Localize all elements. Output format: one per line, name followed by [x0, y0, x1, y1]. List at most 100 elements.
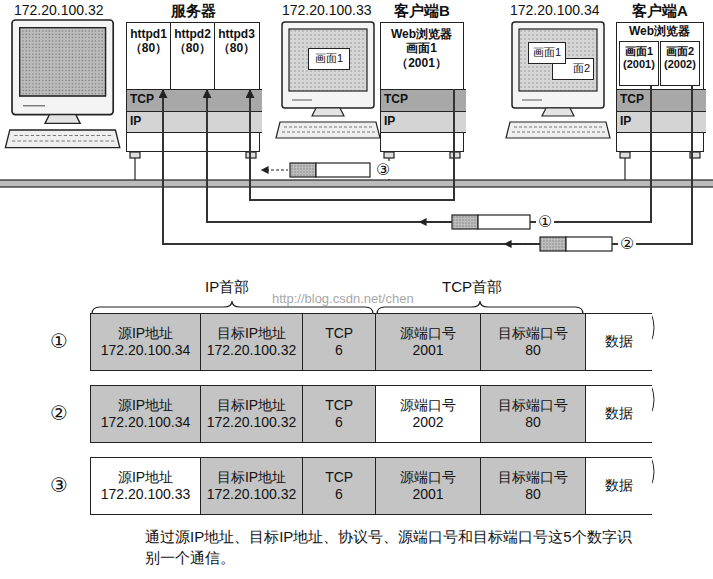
- stack-heading: 服务器: [97, 2, 289, 20]
- ip-address: 172.20.100.34: [510, 2, 600, 18]
- ip-address-text: 172.20.100.34: [510, 2, 600, 18]
- app-process: httpd2 （80）: [171, 23, 215, 89]
- callout-number: ③: [374, 161, 392, 179]
- protocol-layer: IP: [617, 111, 706, 133]
- node-label: httpd2 （80）: [174, 27, 211, 56]
- app-process: httpd1 （80）: [127, 23, 171, 89]
- table-cell: 目标端口号 80: [480, 385, 586, 443]
- callout-number-text: ①: [536, 213, 554, 231]
- row-number: ③: [50, 473, 68, 497]
- header-label: IP首部: [205, 278, 249, 295]
- table-cell-text: TCP 6: [325, 469, 353, 504]
- table-cell: 源IP地址 172.20.100.33: [90, 457, 201, 515]
- node-label: 画面1: [529, 43, 565, 62]
- node-label: IP: [127, 112, 262, 131]
- table-cell: 目标端口号 80: [480, 313, 586, 371]
- table-cell: 源IP地址 172.20.100.34: [90, 313, 201, 371]
- header-label-text: IP首部: [205, 278, 249, 295]
- table-cell-text: 源端口号 2001: [400, 469, 456, 504]
- header-label-text: TCP首部: [442, 278, 502, 295]
- node-label: httpd1 （80）: [130, 27, 167, 56]
- node-label: 画面2 (2002): [664, 45, 696, 71]
- connection-line: [163, 86, 692, 244]
- protocol-stack: 客户端AWeb浏览器画面1 (2001)画面2 (2002)TCPIP: [616, 22, 704, 152]
- table-cell-text: 数据: [605, 477, 633, 495]
- callout-number: ②: [618, 235, 636, 253]
- table-cell: 数据: [585, 313, 652, 371]
- app-process: httpd3 （80）: [215, 23, 258, 89]
- table-cell-text: 目标端口号 80: [498, 397, 568, 432]
- caption: 通过源IP地址、目标IP地址、协议号、源端口号和目标端口号这5个数字识别一个通信…: [145, 526, 635, 568]
- callout-number: ①: [536, 213, 554, 231]
- table-cell: 数据: [585, 385, 652, 443]
- node-label: 画面1 (2001): [623, 45, 655, 71]
- client-a-computer: [506, 22, 610, 138]
- client-b-computer: [276, 22, 380, 138]
- table-cell: 目标端口号 80: [480, 457, 586, 515]
- table-cell: TCP 6: [302, 313, 376, 371]
- connection-line: [250, 89, 454, 200]
- row-number: ②: [50, 401, 68, 425]
- table-cell: TCP 6: [302, 457, 376, 515]
- ip-address-text: 172.20.100.32: [14, 2, 104, 18]
- ip-address: 172.20.100.33: [282, 2, 372, 18]
- connection-line: [207, 86, 651, 222]
- table-cell-text: 目标端口号 80: [498, 469, 568, 504]
- table-cell-text: 源IP地址 172.20.100.34: [101, 325, 191, 360]
- table-cell-text: 目标IP地址 172.20.100.32: [207, 469, 297, 504]
- ip-address: 172.20.100.32: [14, 2, 104, 18]
- table-cell: 目标IP地址 172.20.100.32: [200, 457, 303, 515]
- protocol-layer: TCP: [127, 89, 262, 111]
- table-cell-text: TCP 6: [325, 397, 353, 432]
- row-number-text: ③: [50, 473, 68, 497]
- table-cell-text: 数据: [605, 405, 633, 423]
- node-label: Web浏览器 画面1 （2001）: [391, 27, 452, 70]
- node-label: TCP: [381, 90, 466, 109]
- table-cell-text: 目标IP地址 172.20.100.32: [207, 397, 297, 432]
- row-number-text: ②: [50, 401, 68, 425]
- table-cell-text: 源IP地址 172.20.100.34: [101, 397, 191, 432]
- stack-heading: 客户端B: [351, 2, 493, 20]
- callout-number-text: ③: [374, 161, 392, 179]
- protocol-stack: 服务器httpd1 （80）httpd2 （80）httpd3 （80）TCPI…: [126, 22, 260, 152]
- table-cell: 目标IP地址 172.20.100.32: [200, 313, 303, 371]
- app-process: 画面2 (2002): [660, 41, 700, 86]
- node-label: Web浏览器: [617, 24, 702, 38]
- watermark: http://blog.csdn.net/chen: [272, 291, 414, 306]
- protocol-layer: IP: [381, 111, 466, 133]
- table-cell: 源IP地址 172.20.100.34: [90, 385, 201, 443]
- node-label: 画面1: [309, 49, 349, 68]
- stack-feet: [130, 152, 700, 180]
- table-cell-text: 目标端口号 80: [498, 325, 568, 360]
- stack-heading: 客户端A: [587, 2, 713, 20]
- protocol-layer: IP: [127, 111, 262, 133]
- table-cell-text: TCP 6: [325, 325, 353, 360]
- app-process: Web浏览器画面1 (2001) 画面2 (2002): [617, 23, 702, 89]
- table-cell: 源端口号 2001: [375, 457, 481, 515]
- table-cell-text: 源端口号 2002: [400, 397, 456, 432]
- server-computer: [5, 20, 119, 148]
- network-cable: [0, 180, 713, 187]
- protocol-layer: TCP: [617, 89, 706, 111]
- screen-window: 画面1: [528, 42, 566, 64]
- table-cell: 数据: [585, 457, 652, 515]
- header-label: TCP首部: [442, 278, 502, 295]
- watermark-text: http://blog.csdn.net/chen: [272, 291, 414, 306]
- table-cell: 源端口号 2001: [375, 313, 481, 371]
- protocol-layer: TCP: [381, 89, 466, 111]
- table-cell-text: 数据: [605, 333, 633, 351]
- ip-address-text: 172.20.100.33: [282, 2, 372, 18]
- protocol-stack: 客户端BWeb浏览器 画面1 （2001）TCPIP: [380, 22, 464, 152]
- callout-number-text: ②: [618, 235, 636, 253]
- node-label: TCP: [617, 90, 706, 109]
- app-process: 画面1 (2001): [619, 41, 659, 86]
- screen-window: 画面1: [308, 48, 350, 70]
- node-label: TCP: [127, 90, 262, 109]
- table-cell: TCP 6: [302, 385, 376, 443]
- app-process: Web浏览器 画面1 （2001）: [381, 23, 462, 89]
- table-cell: 源端口号 2002: [375, 385, 481, 443]
- table-cell-text: 源端口号 2001: [400, 325, 456, 360]
- node-label: IP: [617, 112, 706, 131]
- table-cell-text: 源IP地址 172.20.100.33: [101, 469, 191, 504]
